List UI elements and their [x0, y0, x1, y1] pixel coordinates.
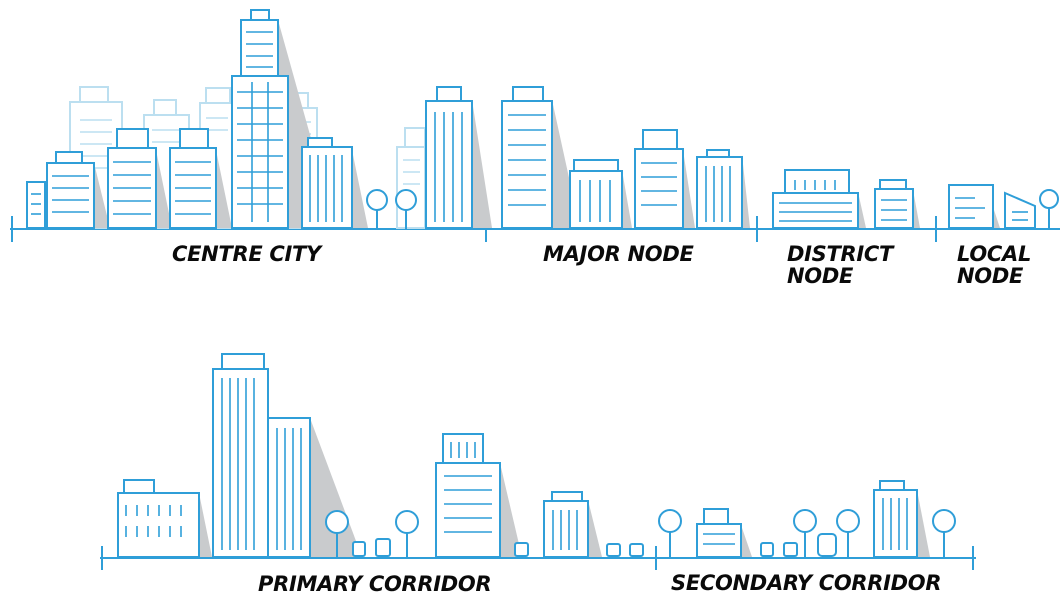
bus-icon — [514, 542, 529, 557]
building — [696, 523, 742, 558]
tree-icon — [325, 510, 349, 534]
building — [948, 184, 994, 229]
building — [501, 100, 553, 229]
bus-icon — [783, 542, 798, 557]
bus-icon — [629, 543, 644, 557]
small-building — [26, 181, 46, 229]
bus-icon — [375, 538, 391, 557]
label-district-node-line2: NODE — [787, 264, 854, 288]
bus-icon — [606, 543, 621, 557]
main-tower-top — [240, 19, 279, 78]
label-district-node-line1: DISTRICT — [787, 242, 894, 266]
tower-annex — [267, 417, 311, 558]
tree-icon — [793, 509, 817, 533]
building — [874, 188, 914, 229]
building — [425, 100, 473, 229]
label-major-node: MAJOR NODE — [543, 242, 694, 266]
secondary-corridor-cluster — [658, 480, 956, 558]
bus-icon — [760, 542, 774, 557]
label-local-node-line1: LOCAL — [957, 242, 1032, 266]
label-district-node: DISTRICT NODE — [787, 243, 893, 287]
tree-icon — [932, 509, 956, 533]
label-primary-corridor: PRIMARY CORRIDOR — [258, 572, 492, 596]
building — [117, 492, 200, 558]
label-secondary-corridor: SECONDARY CORRIDOR — [671, 571, 942, 595]
tree-icon — [395, 510, 419, 534]
bus-icon — [352, 541, 366, 557]
local-node-cluster — [948, 184, 1059, 229]
tree-icon — [1039, 189, 1059, 209]
main-tower — [231, 75, 289, 229]
building — [873, 489, 918, 558]
label-local-node-line2: NODE — [957, 264, 1024, 288]
building — [543, 500, 589, 558]
primary-corridor-cluster — [117, 353, 644, 558]
building — [569, 170, 623, 229]
tram-icon — [817, 533, 837, 557]
building — [435, 462, 501, 558]
centre-city-cluster — [26, 9, 426, 229]
building — [772, 192, 859, 229]
tree-icon — [658, 509, 682, 533]
tree-icon — [395, 189, 417, 211]
tree-icon — [366, 189, 388, 211]
label-centre-city: CENTRE CITY — [172, 242, 321, 266]
building — [1004, 191, 1036, 229]
label-local-node: LOCAL NODE — [957, 243, 1031, 287]
building — [634, 148, 684, 229]
district-node-cluster — [772, 169, 920, 229]
tree-icon — [836, 509, 860, 533]
building — [46, 162, 95, 229]
building — [696, 156, 743, 229]
major-node-cluster — [425, 86, 750, 229]
